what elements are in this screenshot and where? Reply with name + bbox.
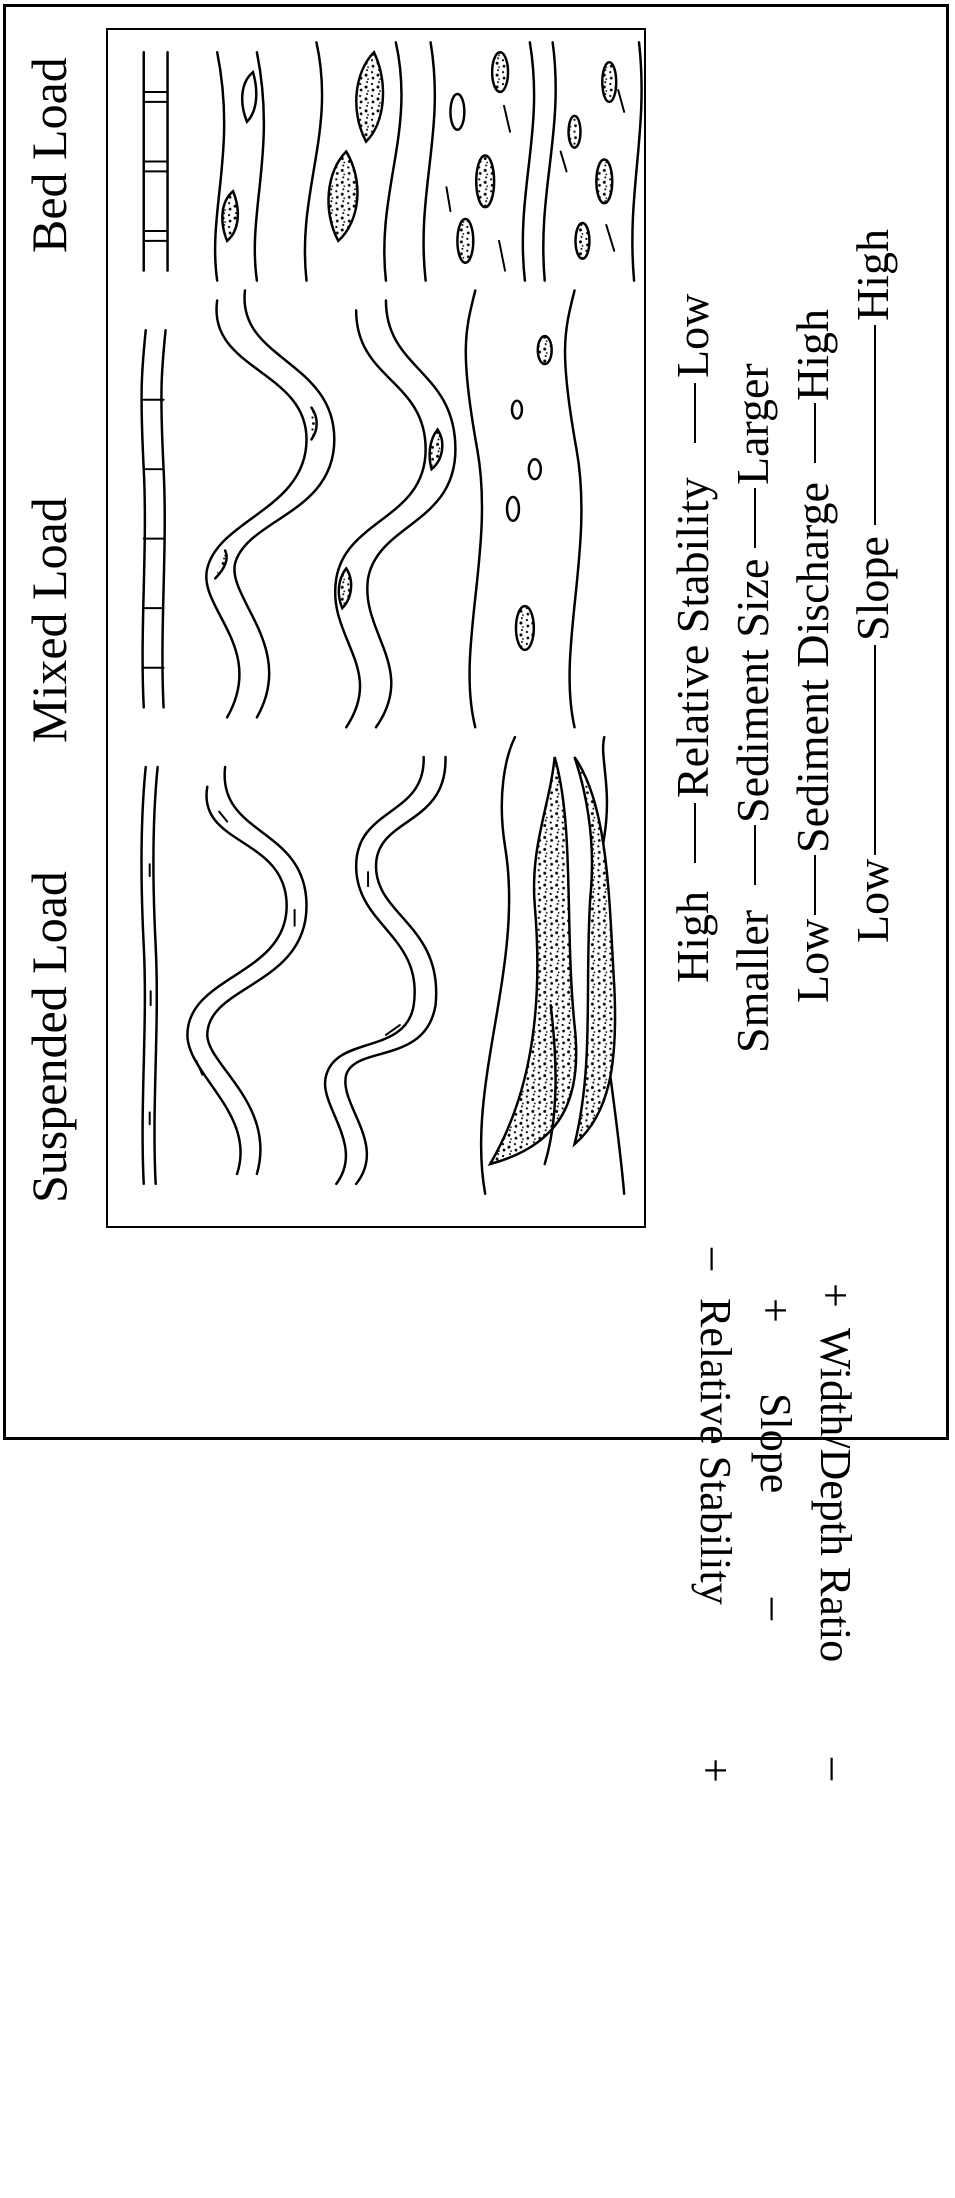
scale-right-value: Larger [726, 363, 779, 485]
suspended-straight-channel [142, 767, 158, 1184]
scale-connector [754, 825, 756, 885]
scale-label: Sediment Size [726, 559, 779, 823]
bed-wandering-channel [305, 42, 402, 280]
scale-connector [814, 855, 816, 915]
scale-connector [754, 488, 756, 548]
scale-left-value: Smaller [726, 910, 779, 1053]
scale-slope: Low Slope High [846, 7, 896, 1453]
scale-left-value: High [666, 891, 719, 983]
header-mixed-load: Mixed Load [20, 497, 78, 743]
axis-row-relative-stability: – Relative Stability + [681, 1248, 741, 2148]
scale-relative-stability: High Relative Stability Low [666, 7, 716, 1453]
axis-row-width-depth-ratio: + Width/Depth Ratio – [801, 1293, 861, 2193]
mixed-meandering-channel [206, 291, 334, 718]
header-suspended-load: Suspended Load [20, 871, 78, 1203]
rotated-figure: Suspended Load Mixed Load Bed Load [6, 7, 955, 1453]
scale-connector [814, 403, 816, 463]
axis-row-slope: + Slope – [741, 1298, 801, 2198]
channel-sketches [108, 30, 644, 1226]
mixed-tortuous-channel [335, 300, 455, 727]
mixed-straight-channel [142, 330, 166, 707]
axis-end-right: + [690, 1758, 741, 1783]
suspended-meandering-channel [187, 767, 306, 1174]
header-bed-load: Bed Load [20, 57, 78, 253]
axis-row-label: Width/Depth Ratio [810, 1328, 861, 1662]
axis-end-right: – [810, 1758, 861, 1780]
bed-straight-channel [144, 52, 168, 270]
axis-end-right: – [750, 1598, 801, 1620]
bed-multi-bar-channel [543, 42, 641, 280]
scale-left-value: Low [786, 919, 839, 1003]
bed-meandering-channel [215, 52, 264, 280]
axis-end-left: + [750, 1298, 801, 1323]
axis-row-label: Relative Stability [690, 1298, 741, 1605]
suspended-anastomosing-channel [481, 737, 624, 1194]
scale-label: Relative Stability [666, 477, 719, 798]
channel-patterns-diagram [106, 28, 646, 1228]
mixed-braided-channel [466, 291, 582, 728]
scale-connector [874, 325, 876, 525]
scale-label: Sediment Discharge [786, 482, 839, 853]
suspended-tortuous-channel [325, 757, 445, 1184]
axis-row-label: Slope [750, 1393, 801, 1493]
scale-connector [694, 803, 696, 863]
scale-connector [874, 645, 876, 855]
scale-right-value: High [786, 309, 839, 401]
scale-connector [694, 383, 696, 443]
scale-sediment-size: Smaller Sediment Size Larger [726, 7, 776, 1453]
scale-left-value: Low [846, 859, 899, 943]
axis-end-left: – [690, 1248, 741, 1270]
axis-end-left: + [810, 1283, 861, 1308]
figure-frame: Suspended Load Mixed Load Bed Load [3, 4, 949, 1440]
bed-braided-channel [424, 42, 535, 280]
scale-label: Slope [846, 536, 899, 641]
scale-right-value: High [846, 229, 899, 321]
scale-right-value: Low [666, 294, 719, 378]
scale-sediment-discharge: Low Sediment Discharge High [786, 7, 836, 1453]
axis-annotations: – Relative Stability + + Slope – + Width… [6, 1243, 955, 1453]
